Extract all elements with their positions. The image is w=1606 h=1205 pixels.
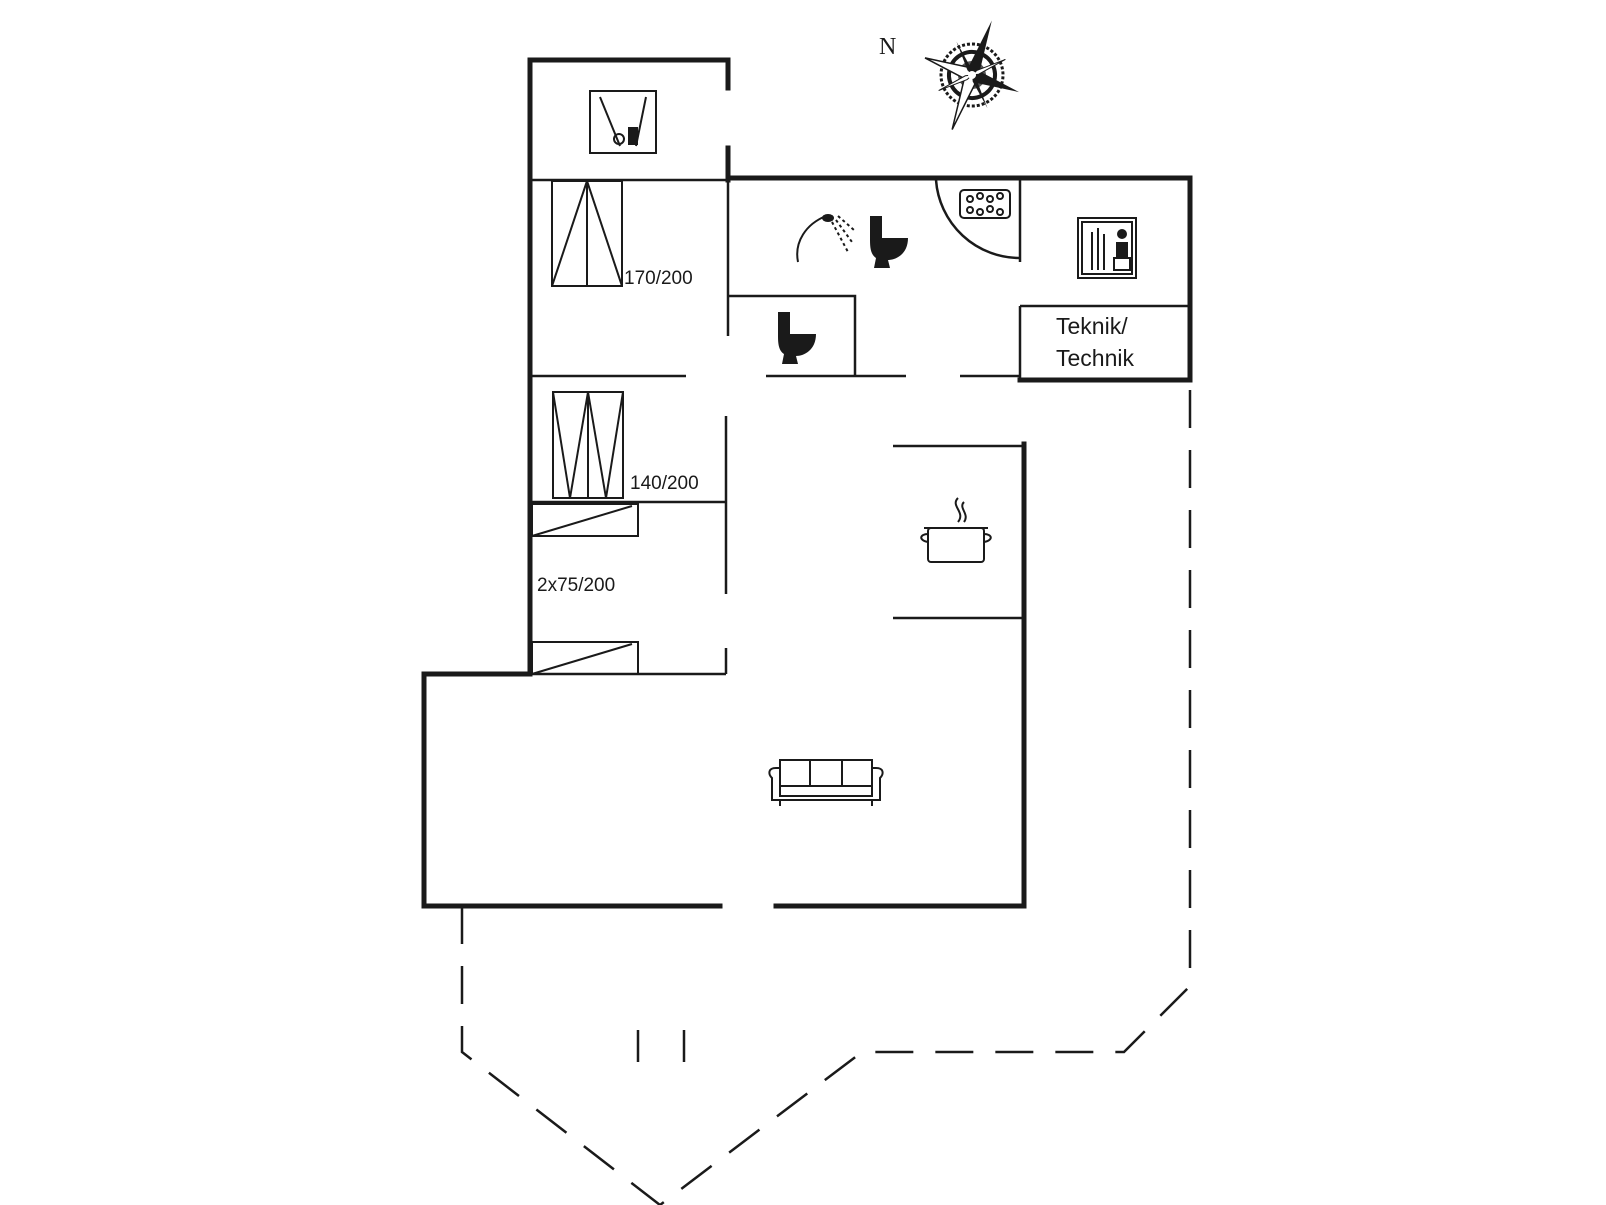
single-bed-icon [531, 641, 639, 675]
terrace-outline [460, 390, 1192, 1205]
toilet-icon [870, 216, 908, 268]
compass-rose-icon: N [879, 20, 1019, 130]
bedroom-1: 170/200 [551, 180, 693, 289]
bed-size-label: 140/200 [630, 473, 699, 494]
washer-dryer-icon [589, 90, 657, 154]
toilet-icon [778, 312, 816, 364]
exterior-walls [421, 57, 1193, 909]
bed-size-label: 170/200 [624, 268, 693, 289]
bedroom-2: 140/200 [552, 391, 699, 499]
technical-room-label-line1: Teknik/ [1056, 313, 1128, 339]
technical-room-label-line2: Technik [1056, 345, 1134, 371]
bed-size-label: 2x75/200 [537, 575, 615, 596]
sauna-icon [1077, 217, 1137, 279]
north-label: N [879, 34, 896, 60]
sofa-icon [768, 759, 884, 806]
double-bed-icon [551, 180, 623, 287]
single-bed-icon [531, 503, 639, 537]
technical-room: Teknik/ Technik [1056, 313, 1134, 371]
double-bed-icon [552, 391, 624, 499]
bedroom-3: 2x75/200 [531, 503, 639, 675]
whirlpool-spa-icon [959, 189, 1011, 219]
shower-icon [796, 214, 855, 263]
cooking-pot-icon [920, 497, 992, 563]
